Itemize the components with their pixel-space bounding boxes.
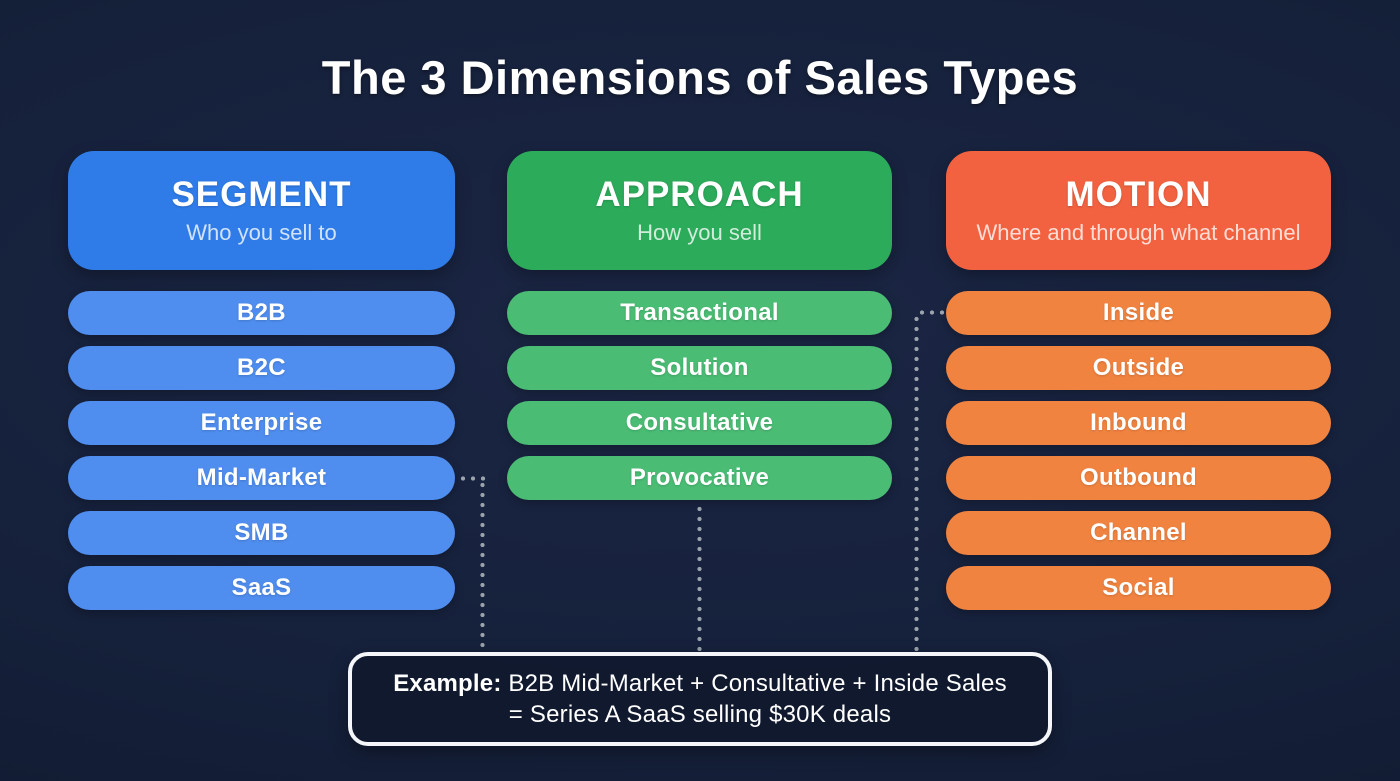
example-line-1: Example: B2B Mid-Market + Consultative +… [393, 670, 1007, 698]
approach-header-title: APPROACH [595, 175, 804, 214]
example-line-2: = Series A SaaS selling $30K deals [508, 700, 892, 728]
connector-midmarket-horizontal [458, 476, 486, 481]
pill: Channel [946, 511, 1331, 555]
segment-pill-list: B2B B2C Enterprise Mid-Market SMB SaaS [68, 291, 455, 610]
pill: B2C [68, 346, 455, 390]
pill: SaaS [68, 566, 455, 610]
pill: Outbound [946, 456, 1331, 500]
example-line-1-text: B2B Mid-Market + Consultative + Inside S… [508, 669, 1007, 697]
example-box: Example: B2B Mid-Market + Consultative +… [348, 652, 1052, 746]
pill: Solution [507, 346, 892, 390]
approach-header-card: APPROACH How you sell [507, 151, 892, 270]
pill: Mid-Market [68, 456, 455, 500]
connector-midmarket-vertical [480, 480, 485, 652]
pill: Transactional [507, 291, 892, 335]
pill: Inbound [946, 401, 1331, 445]
motion-pill-list: Inside Outside Inbound Outbound Channel … [946, 291, 1331, 610]
pill: SMB [68, 511, 455, 555]
connector-inside-horizontal [917, 310, 945, 315]
segment-header-title: SEGMENT [171, 175, 352, 214]
example-prefix-label: Example: [393, 669, 502, 697]
pill: Enterprise [68, 401, 455, 445]
pill: Provocative [507, 456, 892, 500]
page-title: The 3 Dimensions of Sales Types [321, 51, 1079, 104]
segment-header-subtitle: Who you sell to [186, 220, 337, 245]
pill: B2B [68, 291, 455, 335]
column-motion: MOTION Where and through what channel In… [946, 151, 1331, 610]
column-approach: APPROACH How you sell Transactional Solu… [507, 151, 892, 500]
pill: Consultative [507, 401, 892, 445]
approach-header-subtitle: How you sell [637, 220, 762, 245]
connector-provocative-vertical [697, 504, 702, 652]
motion-header-card: MOTION Where and through what channel [946, 151, 1331, 270]
motion-header-title: MOTION [1065, 175, 1212, 214]
pill: Outside [946, 346, 1331, 390]
segment-header-card: SEGMENT Who you sell to [68, 151, 455, 270]
column-segment: SEGMENT Who you sell to B2B B2C Enterpri… [68, 151, 455, 610]
pill: Inside [946, 291, 1331, 335]
approach-pill-list: Transactional Solution Consultative Prov… [507, 291, 892, 500]
motion-header-subtitle: Where and through what channel [976, 220, 1301, 245]
connector-inside-vertical [914, 314, 919, 652]
pill: Social [946, 566, 1331, 610]
